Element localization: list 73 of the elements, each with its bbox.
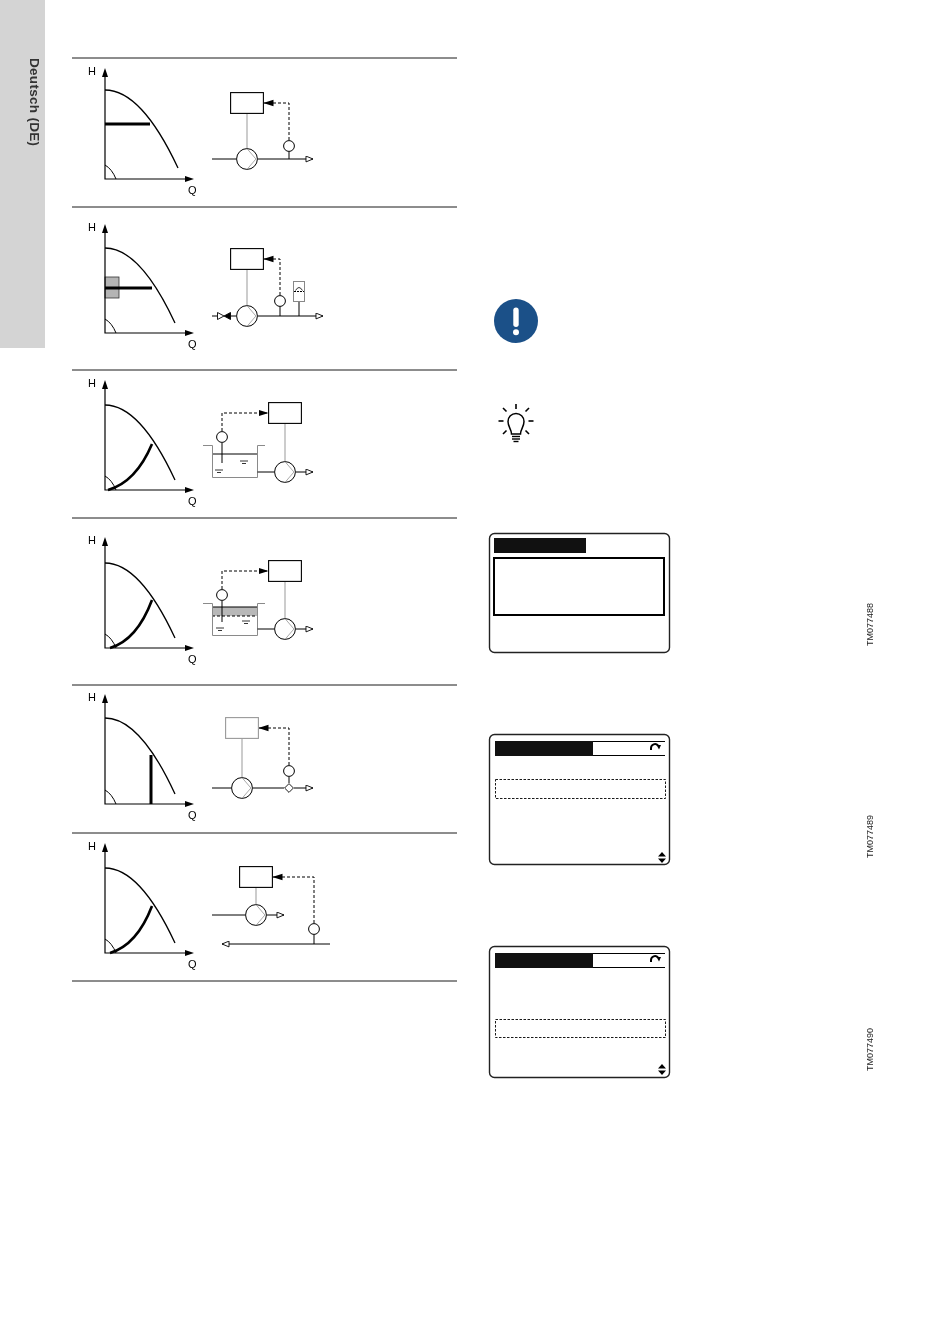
- sensor-stem: [288, 776, 290, 784]
- connection-line: [241, 738, 243, 778]
- pump-symbol: [236, 148, 258, 170]
- signal-line: [258, 724, 290, 766]
- pipe-line: [294, 155, 314, 163]
- tab-label: Deutsch (DE): [27, 58, 41, 147]
- axis-label: H: [88, 66, 96, 77]
- sensor-stem: [221, 600, 223, 604]
- pipe-line: [252, 787, 285, 789]
- axis-label: H: [88, 841, 96, 852]
- pipe-line: [211, 787, 232, 789]
- pipe-line: [230, 315, 237, 317]
- signal-line: [221, 567, 269, 590]
- axis-label: Q: [188, 339, 197, 350]
- pipe-line: [319, 943, 331, 945]
- signal-line: [272, 873, 315, 924]
- controller-box: [268, 402, 302, 424]
- sensor-symbol: [216, 431, 228, 443]
- pipe-line: [257, 158, 284, 160]
- axis-label: H: [88, 222, 96, 233]
- pump-symbol: [236, 305, 258, 327]
- signal-line: [263, 99, 290, 141]
- pump-symbol: [274, 461, 296, 483]
- axis-label: Q: [188, 496, 197, 507]
- sensor-symbol: [274, 295, 286, 317]
- axis-label: H: [88, 378, 96, 389]
- flow-meter-symbol: [284, 783, 294, 793]
- controller-box: [239, 866, 273, 888]
- pipe-line: [211, 315, 218, 317]
- axis-label: Q: [188, 654, 197, 665]
- pump-symbol: [274, 618, 296, 640]
- signal-line: [221, 409, 269, 432]
- pipe-line: [264, 628, 275, 630]
- connection-line: [284, 581, 286, 619]
- open-tank: [203, 445, 265, 478]
- sensor-symbol: [283, 765, 295, 777]
- open-tank: [203, 603, 265, 636]
- drawing-code: TM077489: [866, 815, 875, 859]
- pipe-line: [295, 625, 314, 633]
- axis-label: Q: [188, 959, 197, 970]
- pipe-line: [295, 468, 314, 476]
- sensor-symbol: [216, 589, 228, 601]
- pipe-line: [264, 471, 275, 473]
- controller-box: [230, 248, 264, 270]
- pipe-line: [257, 315, 275, 317]
- pipe-line: [221, 940, 309, 948]
- connection-line: [255, 887, 257, 905]
- connection-line: [246, 269, 248, 306]
- signal-line: [263, 255, 281, 296]
- sensor-symbol: [308, 923, 320, 945]
- controller-box: [268, 560, 302, 582]
- axis-label: Q: [188, 810, 197, 821]
- check-valve-symbol: [217, 312, 231, 320]
- pipe-line: [304, 312, 324, 320]
- axis-label: H: [88, 535, 96, 546]
- sensor-symbol: [283, 140, 295, 160]
- controller-box: [230, 92, 264, 114]
- pipe-line: [293, 784, 314, 792]
- connection-line: [246, 113, 248, 149]
- sensor-stem: [221, 442, 223, 446]
- pipe-line: [211, 914, 246, 916]
- axis-label: H: [88, 692, 96, 703]
- axis-label: Q: [188, 185, 197, 196]
- pipe-line: [266, 911, 285, 919]
- drawing-code: TM077488: [866, 603, 875, 647]
- pump-symbol: [245, 904, 267, 926]
- pressure-tank-symbol: [293, 281, 305, 317]
- pump-symbol: [231, 777, 253, 799]
- pipe-line: [285, 315, 294, 317]
- drawing-code: TM077490: [866, 1028, 875, 1072]
- connection-line: [284, 423, 286, 462]
- controller-box: [225, 717, 259, 739]
- pipe-line: [211, 158, 237, 160]
